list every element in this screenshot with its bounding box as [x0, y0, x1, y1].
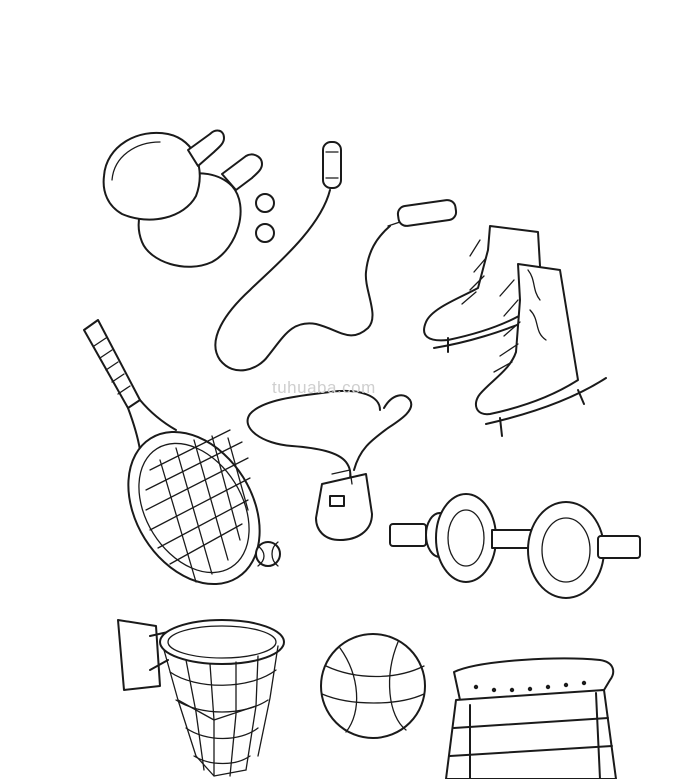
ice-skates-icon: [423, 225, 607, 437]
basketball-hoop-icon: [117, 619, 285, 777]
tennis-ball-icon: [255, 541, 281, 567]
vaulting-box-icon: [445, 657, 617, 779]
tennis-racket-icon: [83, 319, 261, 586]
ping-pong-balls-icon: [255, 193, 275, 243]
ping-pong-paddles-icon: [102, 129, 263, 268]
basketball-icon: [320, 633, 426, 739]
watermark-text: tuhuaba.com: [272, 378, 376, 397]
jump-rope-icon: [214, 141, 458, 372]
whistle-icon: [246, 390, 413, 541]
dumbbell-icon: [389, 493, 641, 599]
